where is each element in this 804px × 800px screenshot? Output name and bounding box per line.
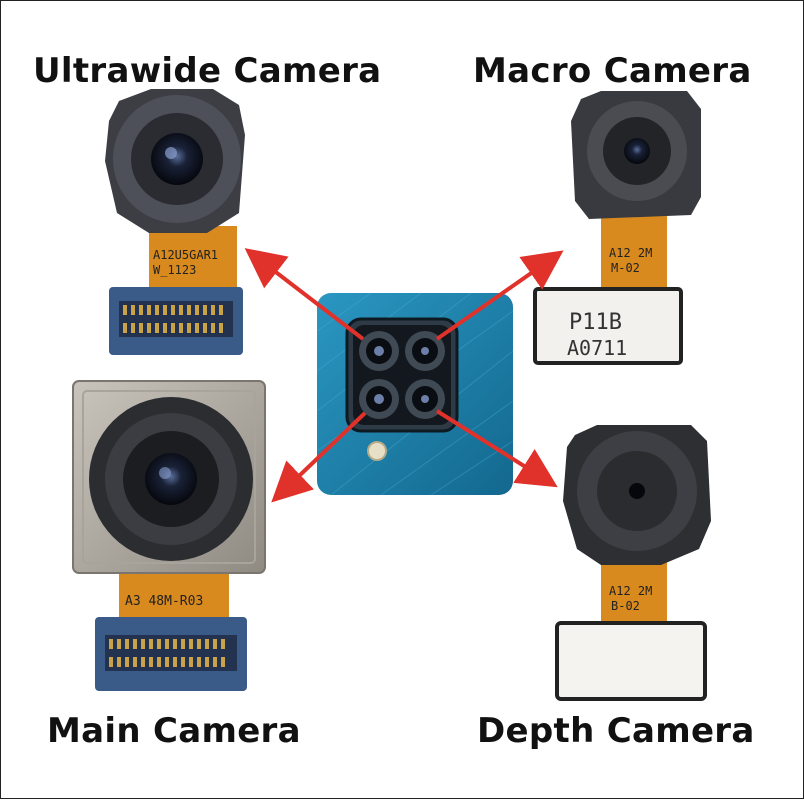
ultrawide-flex-text-1: A12U5GAR1 xyxy=(153,248,218,262)
depth-module: A12 2M B-02 xyxy=(555,425,711,701)
phone-lens-top-left xyxy=(359,331,399,371)
arrow-to-macro xyxy=(435,250,564,341)
ultrawide-camera-label: Ultrawide Camera xyxy=(33,51,382,91)
depth-flex-text-1: A12 2M xyxy=(609,584,652,598)
phone-flash xyxy=(367,441,387,461)
arrow-to-main xyxy=(271,411,367,503)
macro-plate-text-2: A0711 xyxy=(567,336,627,360)
main-flex-text: A3 48M-R03 xyxy=(125,594,203,609)
depth-camera-label: Depth Camera xyxy=(477,711,755,751)
pointer-arrows xyxy=(244,248,564,503)
macro-camera-label: Macro Camera xyxy=(473,51,752,91)
ultrawide-module: A12U5GAR1 W_1123 xyxy=(105,89,245,355)
arrow-to-ultrawide xyxy=(244,248,365,341)
phone-back xyxy=(316,292,514,496)
arrow-to-depth xyxy=(435,409,558,488)
phone-lens-bottom-left xyxy=(359,379,399,419)
main-module: A3 48M-R03 xyxy=(72,380,266,691)
depth-flex-text-2: B-02 xyxy=(611,599,640,613)
phone-lens-bottom-right xyxy=(405,379,445,419)
ultrawide-flex-text-2: W_1123 xyxy=(153,263,196,277)
macro-flex-text-1: A12 2M xyxy=(609,246,652,260)
main-camera-label: Main Camera xyxy=(47,711,301,751)
macro-flex-text-2: M-02 xyxy=(611,261,640,275)
phone-lens-top-right xyxy=(405,331,445,371)
macro-module: P11B A0711 A12 2M M-02 xyxy=(533,91,701,365)
macro-plate-text-1: P11B xyxy=(569,310,622,335)
